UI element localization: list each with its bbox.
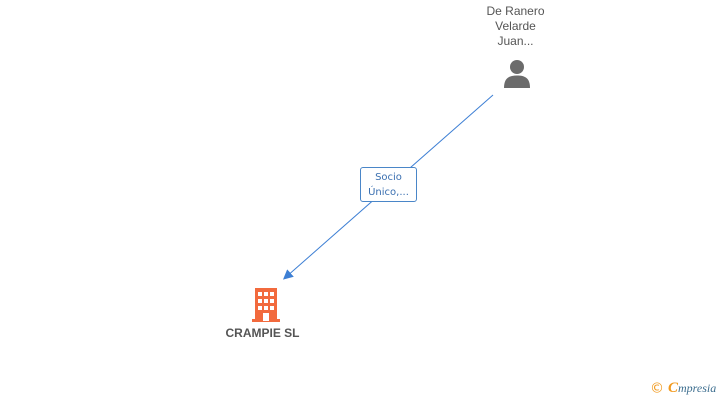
company-name[interactable]: CRAMPIE SL (225, 326, 300, 340)
person-name-line-1[interactable]: De Ranero (486, 4, 545, 18)
relation-label-line-1: Socio (375, 172, 402, 183)
person-name[interactable]: De Ranero Velarde Juan... (458, 4, 573, 49)
brand-name: mpresia (678, 381, 717, 395)
person-name-line-2[interactable]: Velarde (495, 19, 536, 33)
person-icon[interactable] (502, 58, 532, 90)
relation-label-line-2: Único,... (368, 187, 409, 198)
relation-label[interactable]: Socio Único,... (360, 167, 417, 202)
building-icon[interactable] (248, 286, 284, 322)
person-name-line-3[interactable]: Juan... (497, 34, 534, 48)
brand-logo: ©Cmpresia (650, 380, 716, 398)
brand-initial: C (668, 380, 679, 396)
copyright-symbol: © (650, 380, 664, 397)
